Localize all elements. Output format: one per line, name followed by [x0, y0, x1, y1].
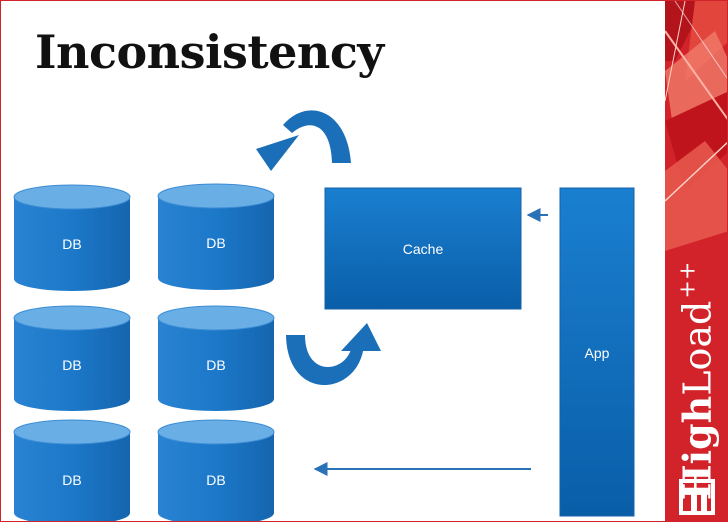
db-label: DB [206, 357, 225, 373]
db-label: DB [206, 472, 225, 488]
cache-label: Cache [403, 241, 444, 257]
db-cylinder: DB [157, 305, 275, 411]
brand-logo-icon [679, 479, 715, 515]
db-label: DB [62, 236, 81, 252]
curved-arrow-icon [286, 323, 381, 386]
db-label: DB [206, 235, 225, 251]
db-cylinder: DB [157, 183, 275, 290]
db-label: DB [62, 472, 81, 488]
app-label: App [585, 345, 610, 361]
diagram: DB DB DB DB DB DB [13, 110, 635, 521]
db-cylinder: DB [13, 419, 131, 521]
db-cylinder: DB [13, 184, 131, 291]
db-label: DB [62, 357, 81, 373]
brand-wordmark: HighLoad++ [675, 261, 720, 501]
brand-plus: ++ [675, 261, 701, 299]
brand-load: Load [675, 300, 720, 396]
brand-bar: HighLoad++ [665, 1, 727, 521]
slide-title: Inconsistency [35, 25, 384, 79]
cache-box: Cache [324, 187, 522, 310]
brand-pattern [665, 1, 727, 251]
db-cylinder: DB [157, 419, 275, 521]
curved-arrow-icon [256, 110, 351, 171]
app-box: App [559, 187, 635, 517]
db-cylinder: DB [13, 305, 131, 411]
